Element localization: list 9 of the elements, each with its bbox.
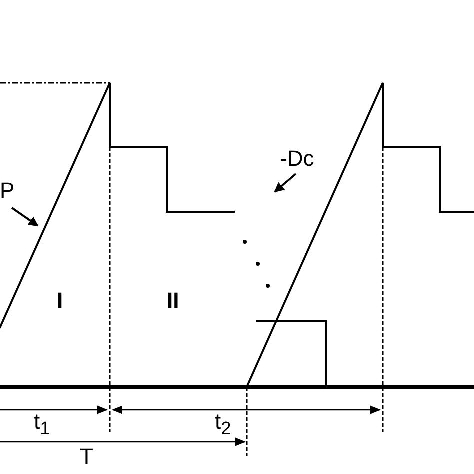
leader-arrow xyxy=(11,207,39,227)
duration-label: t$_{2}$ xyxy=(215,411,232,438)
curve-label: -Dc xyxy=(280,148,314,170)
period-label: I xyxy=(57,290,64,312)
duration-label: t$_{1}$ xyxy=(34,411,50,438)
period-label: II xyxy=(167,290,180,312)
curve-label: P xyxy=(0,180,15,202)
leader-arrow xyxy=(274,173,297,193)
period-label: T xyxy=(80,446,94,468)
